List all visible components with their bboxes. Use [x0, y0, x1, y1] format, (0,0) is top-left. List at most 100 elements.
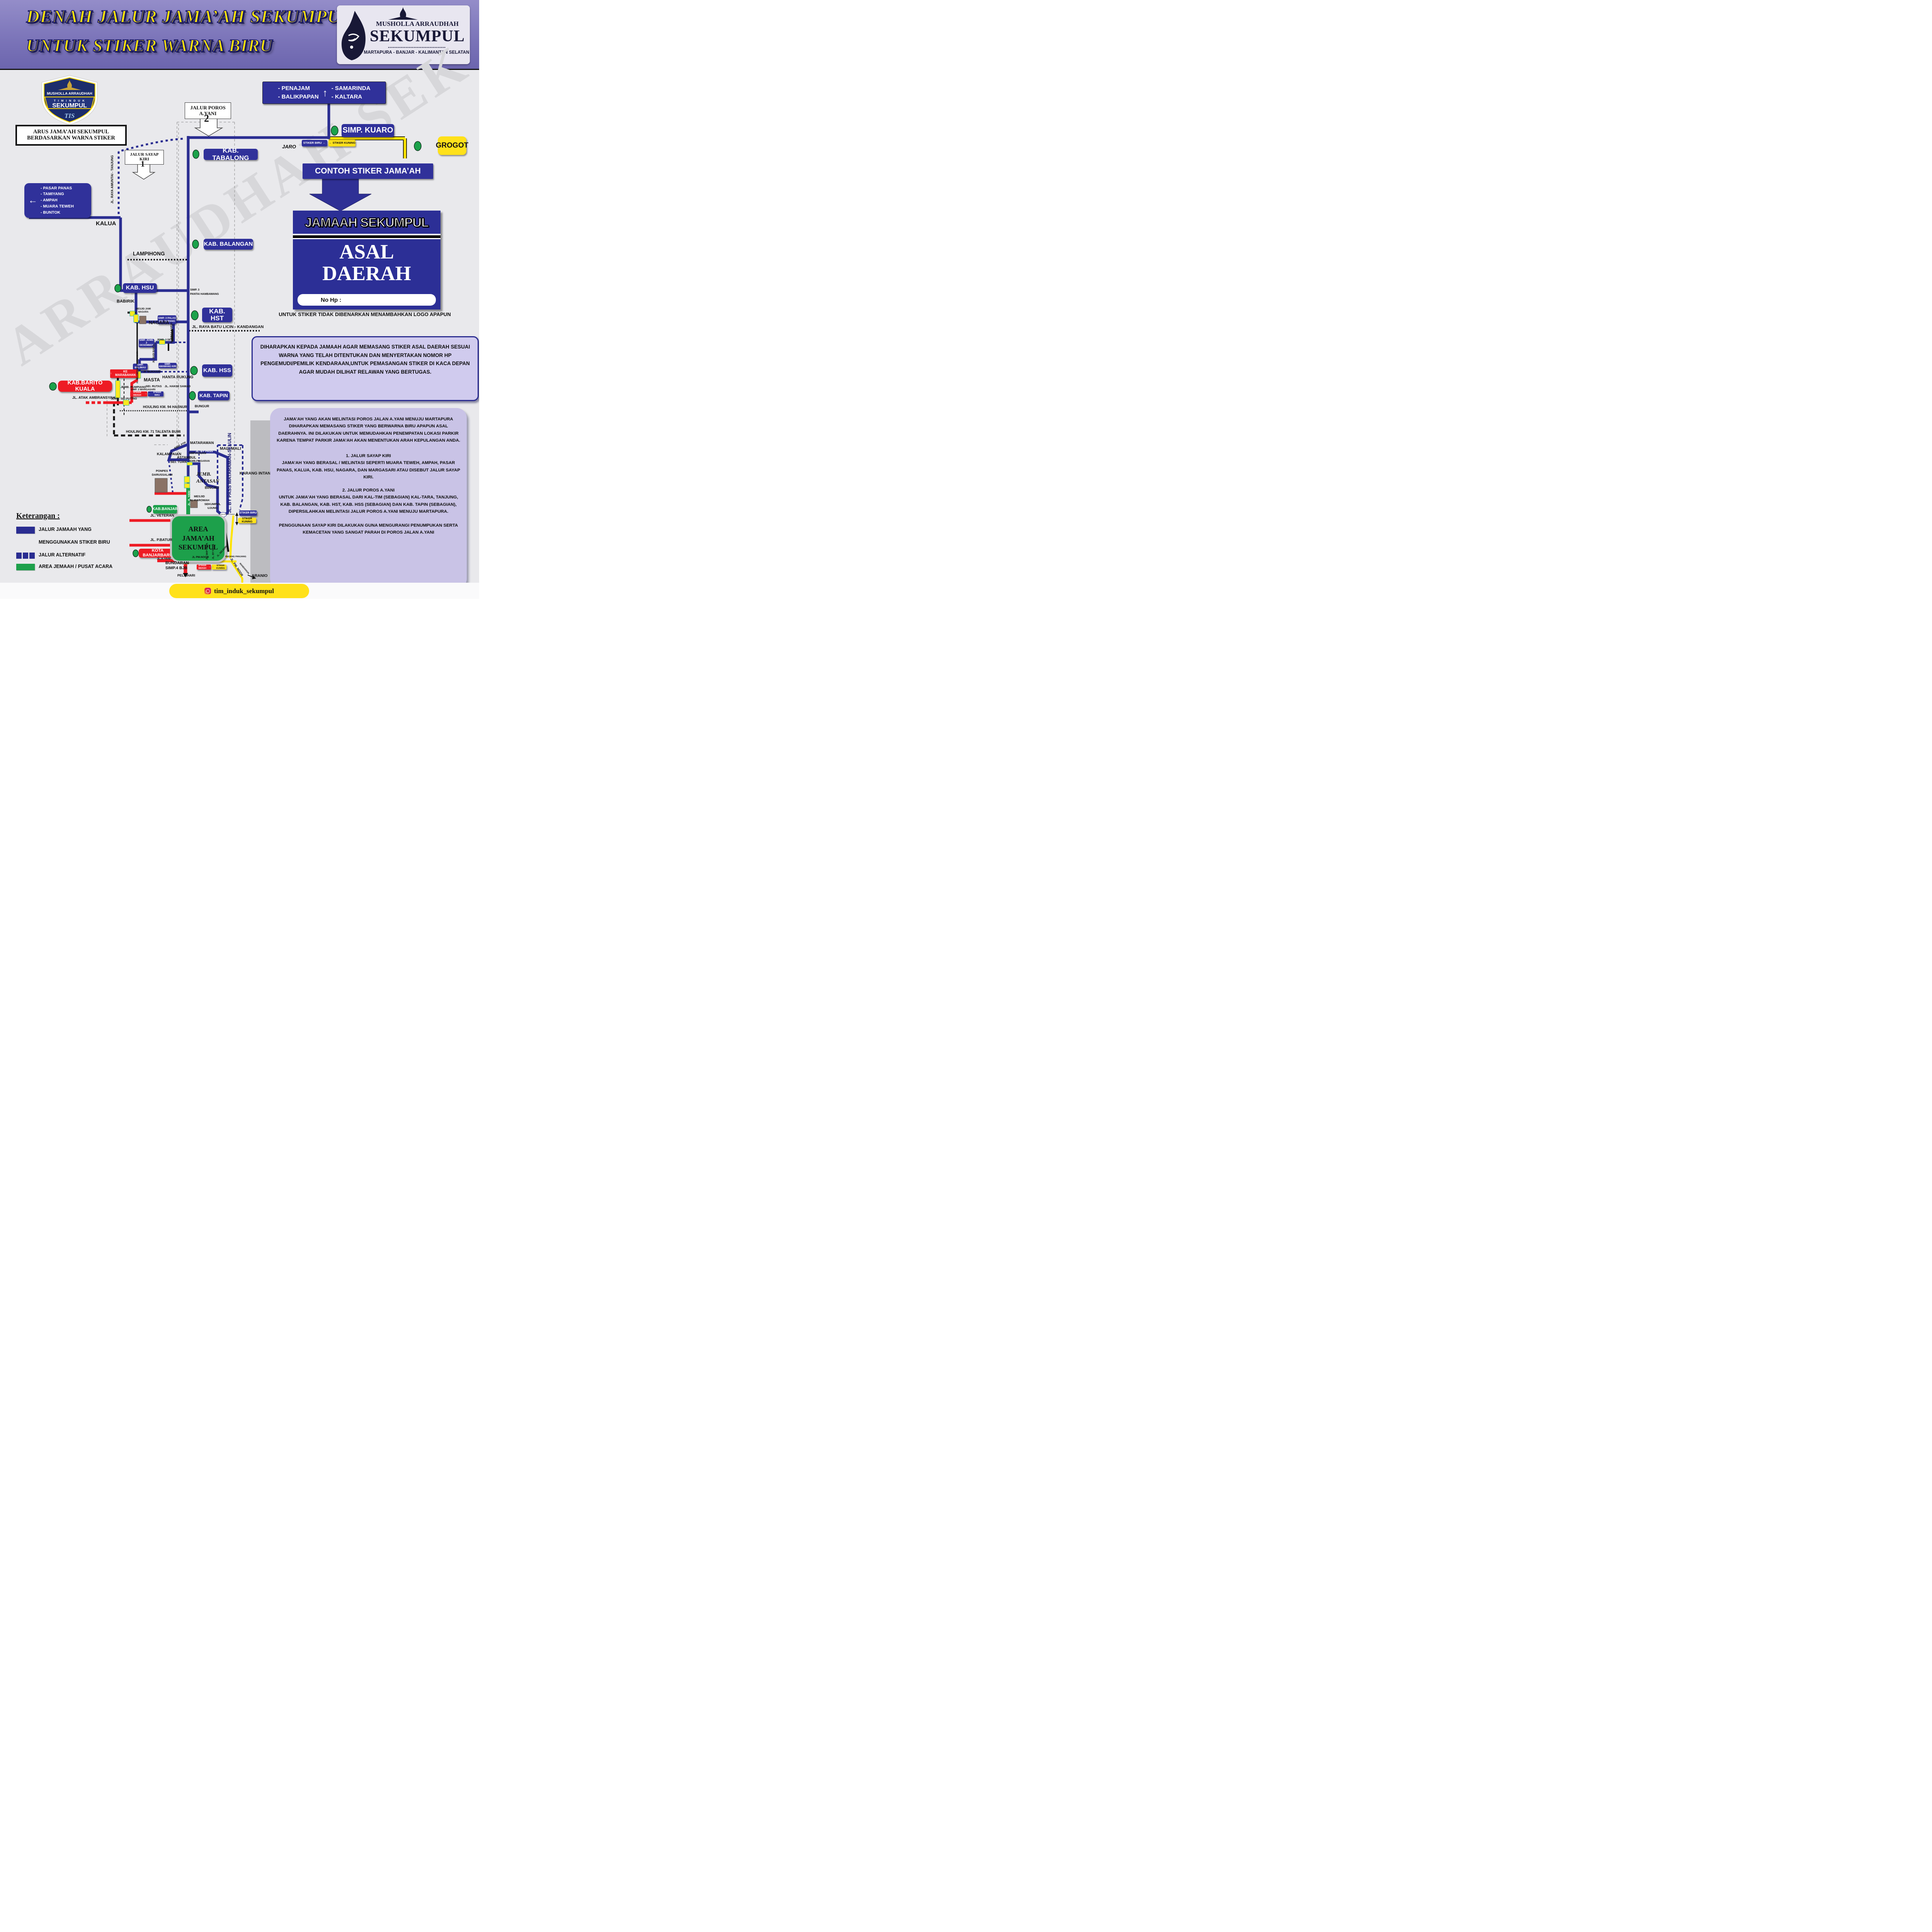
label-mesjid-alkaromah: MESJID AL-KAROMAH: [189, 495, 209, 502]
info-paragraph-2: JAMA’AH YANG BERASAL / MELINTASI SEPERTI…: [277, 461, 460, 480]
ponpes-line1: PONPES: [156, 469, 168, 473]
label-simp4-bjb: SIMP.4 BJB: [165, 566, 187, 570]
street-skp-raya: JL. SKP RAYA: [206, 543, 209, 560]
label-kab-barito-kuala: KAB.BARITO KUALA: [58, 380, 112, 392]
label-stadion: STADION DEMANG LEHMAN: [219, 514, 235, 515]
sekumpul-ujung-line2: UJUNG: [207, 506, 218, 510]
dest-pasar-panas: - PASAR PANAS: [41, 185, 72, 190]
label-nagara: NAGARA: [149, 320, 169, 325]
legend-item1-line1: JALUR JAMAAH YANG: [39, 527, 92, 532]
pelaihari-arrow: [183, 573, 188, 577]
label-stiker-kuning-bot: →STIKER KUNING: [212, 565, 226, 570]
right-arrow-icon: →: [328, 141, 332, 145]
info-paragraph-3: UNTUK JAMA’AH YANG BERASAL DARI KAL-TIM …: [279, 495, 458, 514]
simp-palas-line1: SIMP. 3 PALAS: [158, 317, 176, 320]
info-panel: JAMA’AH YANG AKAN MELINTASI POROS JALAN …: [270, 408, 467, 589]
label-stiker-merah-bot: STIKER MERAH←: [197, 565, 211, 570]
legend-title: Keterangan :: [16, 512, 60, 520]
label-jemb-sei-puting: JEMB. SEI PUTING: [111, 397, 137, 400]
legend-swatch-blue: [16, 527, 35, 534]
dest-samarinda: - SAMARINDA: [331, 85, 371, 92]
label-jl-ayani-bottom: JL.A.YANI: [157, 557, 171, 560]
mesjid-jami-line1: MESJID JAMI: [136, 308, 151, 310]
label-kab-banjar: KAB.BANJAR: [152, 505, 178, 514]
area-line1: AREA: [188, 525, 208, 533]
shield-mid-text: T I M I N D U K: [54, 99, 85, 102]
stiker-merah-text: STIKER MERAH: [133, 391, 141, 396]
mosque-buildings: [139, 316, 198, 508]
label-jemb-pingaran: JEMB.PINGARAN: [189, 460, 210, 463]
ke-marabahan-text: KE MARABAHAN: [115, 370, 136, 377]
sticker-stripe-white2: [293, 238, 440, 239]
poster: DENAH JALUR JAMA’AH SEKUMPUL UNTUK STIKE…: [0, 0, 479, 599]
dest-kaltara: - KALTARA: [331, 94, 362, 100]
label-bukhari: JI. BUKHARI: [143, 370, 161, 373]
sticker-asal: ASAL: [339, 241, 394, 263]
label-simp3: SIMP. 3: [190, 289, 199, 291]
label-kab-hsu: KAB. HSU: [123, 283, 157, 293]
label-simp-jemb-3des: SIMP. JEMB. 3 DESEMBER: [139, 339, 154, 347]
label-simp3-margasari: SIMP. 3 MARGASARI: [131, 388, 156, 391]
sign-jalur-sayap: JALUR SAYAP KIRI: [125, 150, 164, 165]
stiker-merah-text: STIKER MERAH: [198, 565, 206, 570]
label-houling-94: HOULING KM. 94 HASNUR: [143, 405, 187, 409]
alkaromah-line1: MESJID: [194, 495, 205, 498]
label-astambul: ASTAMBUL: [177, 456, 196, 459]
label-mali-mali: MALI-MALI: [220, 446, 241, 451]
poster-title-line2: UNTUK STIKER WARNA BIRU: [26, 36, 273, 56]
simp-jemb-line1: SIMP. JEMB.: [139, 338, 154, 342]
sayap-sign-arrow: [132, 163, 156, 180]
label-mataraman: MATARAMAN: [190, 441, 214, 445]
brand-name-line1: MUSHOLLA ARRAUDHAH: [376, 20, 459, 27]
mesjid-jami-line2: NAGARA: [138, 311, 149, 313]
up-arrow-icon: ↑: [322, 87, 328, 99]
label-ponpes-darussalam: PONPES DARUSSALAM: [152, 469, 172, 477]
poros-sign-arrow: [194, 118, 223, 136]
label-mesjid-jami-nagara: MESJID JAMI NAGARA: [135, 308, 151, 314]
label-sekumpul-ujung: SEKUMPUL UJUNG: [203, 502, 222, 510]
street-jl-a-yani-green: JL. A. YANI: [187, 490, 191, 506]
label-kab-hss: KAB. HSS: [202, 364, 232, 377]
street-singa-karsa: JL. SINGA KARSA: [170, 322, 173, 344]
sticker-daerah: DAERAH: [322, 262, 411, 285]
street-bypass-bottom: JL. BY PASS: [212, 544, 215, 560]
street-amuntai-tanjung: JL. RAYA AMUNTAI - TANJUNG: [110, 155, 114, 204]
label-kalampaian: KALAMPAIAN: [157, 452, 182, 456]
blue-dashed-roads: [117, 138, 243, 510]
label-padang-panjang: PADANG PANJANG: [225, 556, 247, 558]
label-jemb-rumpiang: JEMB. RUMPIANG: [121, 385, 146, 389]
legend-item1-line2: MENGGUNAKAN STIKER BIRU: [39, 539, 110, 545]
label-masta: MASTA: [144, 377, 160, 383]
label-lampihong: LAMPIHONG: [133, 251, 165, 257]
label-stiker-merah-mid: STIKER MERAH←: [130, 391, 147, 396]
notice-box: DIHARAPKAN KEPADA JAMAAH AGAR MEMASANG S…: [252, 336, 479, 401]
label-kab-balangan: KAB. BALANGAN: [204, 239, 253, 250]
contoh-down-arrow: [309, 178, 372, 211]
brand-tagline: MARTAPURA - BANJAR - KALIMANTAN SELATAN: [364, 50, 469, 55]
sticker-stripe-white: [293, 234, 440, 235]
contoh-banner: CONTOH STIKER JAMA’AH: [303, 163, 433, 179]
label-sei-rutas: SEI. RUTAS: [146, 384, 162, 388]
brand-name-line2: SEKUMPUL: [369, 27, 465, 45]
instagram-icon: [204, 588, 211, 594]
shield-top-text: MUSHOLLA ARRAUDHAH: [47, 92, 92, 96]
sign-jalur-poros: JALUR POROS A.YANI: [185, 102, 231, 119]
label-kota-banjarbaru: KOTA BANJARBARU: [139, 548, 177, 558]
stiker-kuning-text: STIKER KUNING: [216, 565, 225, 570]
label-pantai-hambawang: PANTAI HAMBAWANG: [190, 293, 219, 296]
label-hanta-rukung: HANTA RUKUNG: [162, 375, 194, 379]
bridge-markers: [115, 311, 193, 488]
left-arrow-icon: ←: [209, 566, 211, 568]
arus-warna-stiker-box: ARUS JAMA’AH SEKUMPUL BERDASARKAN WARNA …: [15, 125, 127, 146]
arus-line1: ARUS JAMA’AH SEKUMPUL: [33, 129, 109, 135]
sign-sayap-number: 1: [141, 159, 145, 168]
label-hakim-samad: JL. HAKIM SAMAD: [165, 384, 191, 388]
label-simp-amawang: SIMP. AMAWANG KIRI: [158, 363, 177, 368]
poster-title-line1: DENAH JALUR JAMA’AH SEKUMPUL: [26, 6, 352, 27]
left-arrow-icon: ←: [28, 195, 37, 206]
stiker-kuning-text: STIKER KUNING: [332, 141, 355, 145]
arus-line2: BERDASARKAN WARNA STIKER: [27, 135, 115, 141]
label-stiker-biru-mid: →STIKER BIRU: [148, 391, 163, 396]
label-pelaihari: PELAIHARI: [177, 573, 195, 577]
sticker-sample: JAMAAH SEKUMPUL ASAL DAERAH No Hp :: [293, 211, 440, 310]
